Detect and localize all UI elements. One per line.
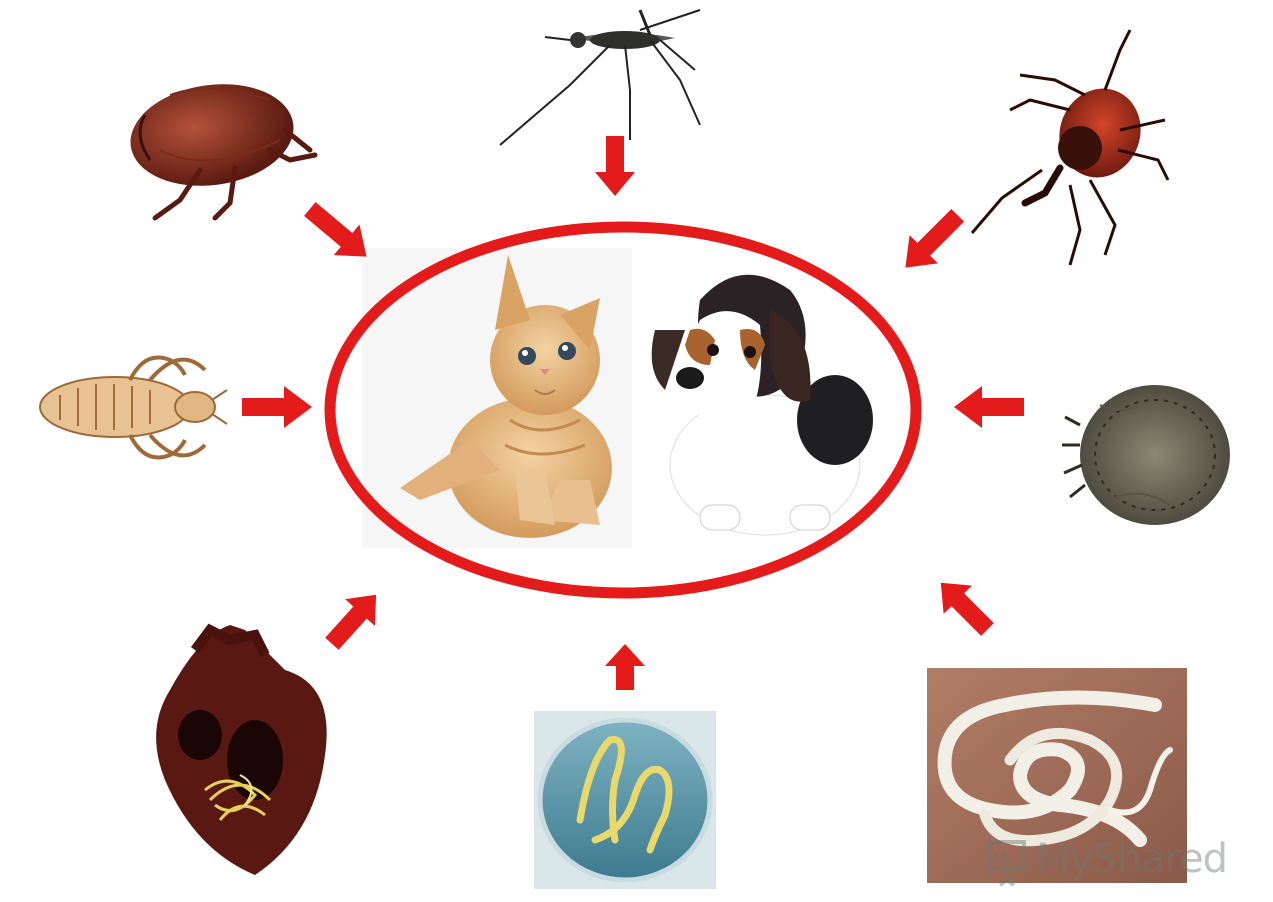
arrow-left — [242, 386, 312, 428]
mosquito-image — [500, 10, 700, 145]
mite-image — [1062, 385, 1230, 525]
arrow-bottom — [605, 644, 645, 690]
tick-image — [972, 30, 1168, 265]
arrow-top — [595, 136, 635, 196]
arrow-bottom-right — [927, 569, 1002, 644]
louse-image — [40, 358, 227, 458]
heartworm-image — [156, 625, 327, 875]
arrow-top-right — [891, 201, 972, 282]
flea-image — [124, 74, 315, 218]
arrow-right — [954, 386, 1024, 428]
roundworm-image — [534, 711, 716, 889]
arrow-bottom-left — [317, 581, 391, 657]
center-photo — [330, 227, 916, 593]
watermark-text: MyShared — [1036, 836, 1227, 882]
